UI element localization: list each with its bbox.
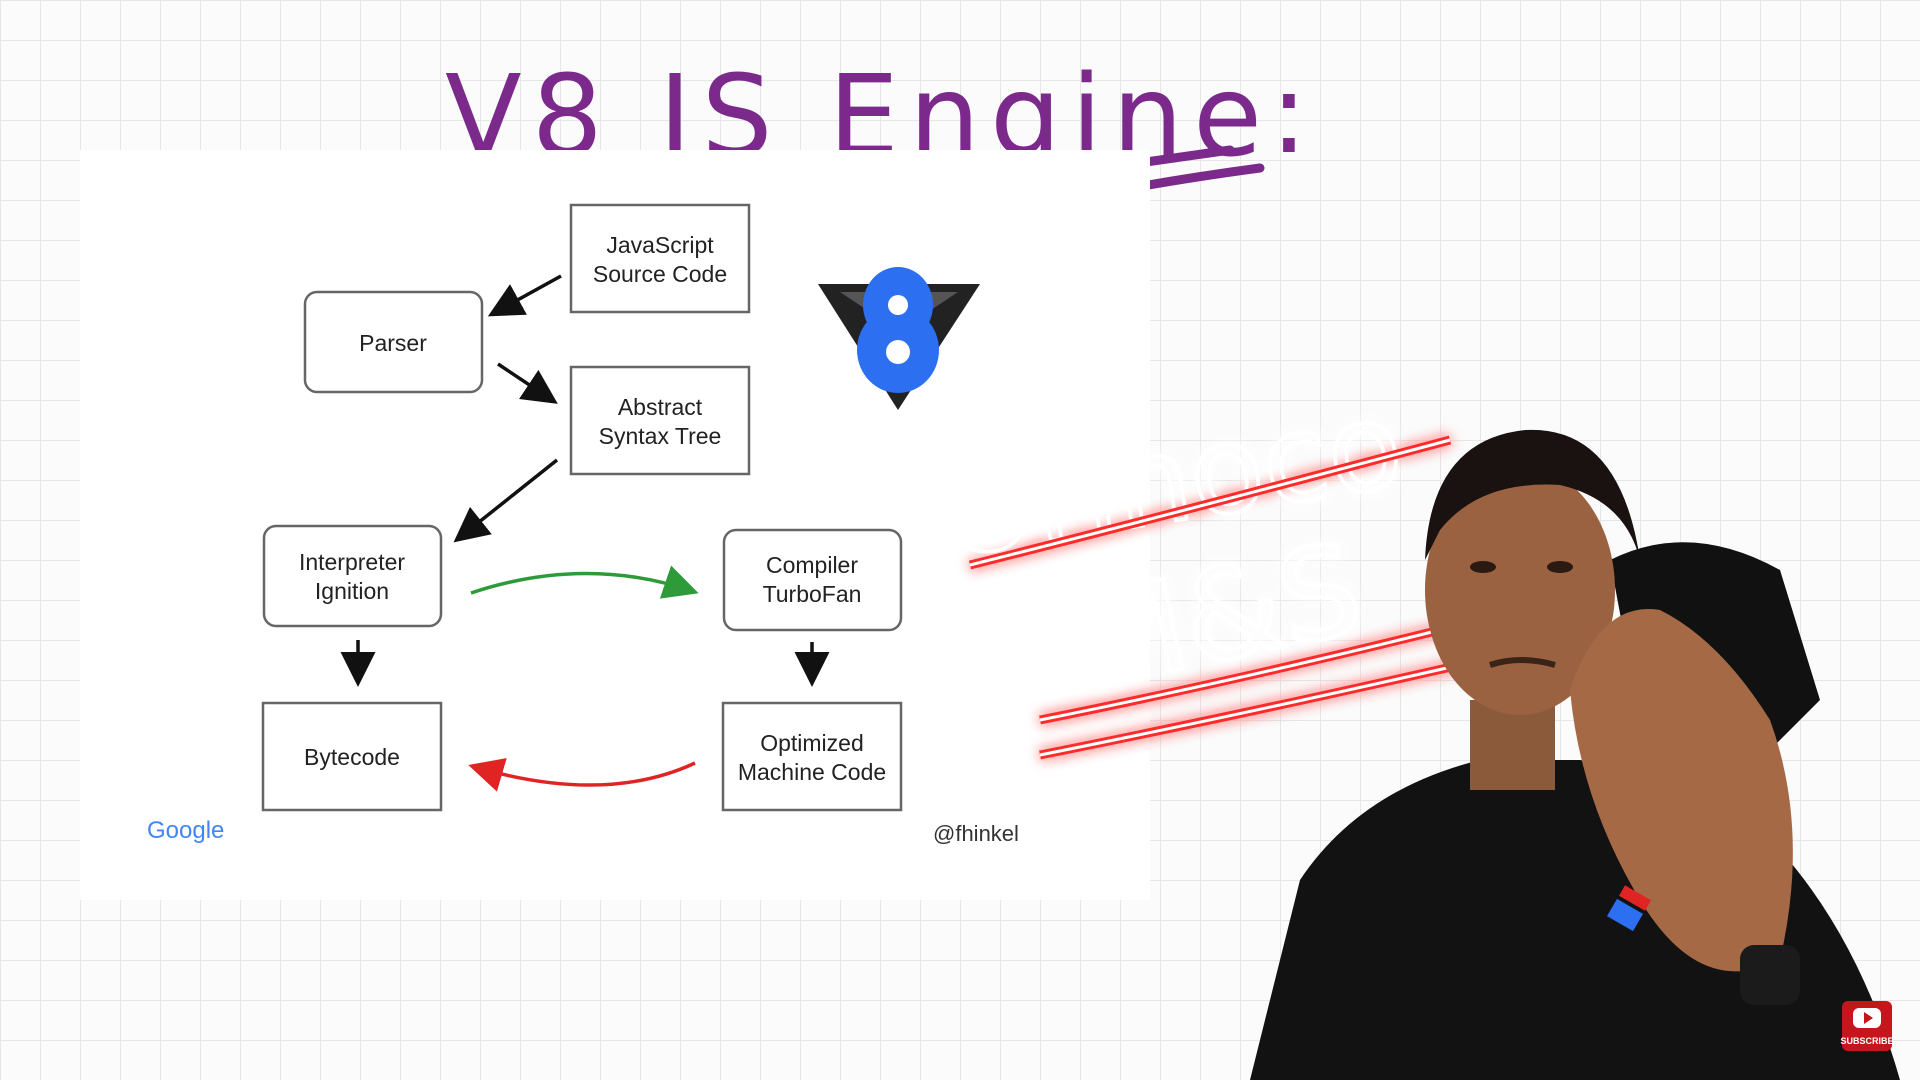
arrow-source-to-parser <box>487 274 562 317</box>
google-logo: Google <box>147 817 224 844</box>
node-machine: Optimized Machine Code <box>721 701 903 812</box>
node-machine-line1: Optimized <box>760 730 864 756</box>
node-ast-line1: Abstract <box>618 394 703 420</box>
node-interpreter-line2: Ignition <box>315 578 389 604</box>
arrow-ast-to-interpreter <box>453 458 559 543</box>
node-source: JavaScript Source Code <box>569 203 751 314</box>
node-interpreter: Interpreter Ignition <box>262 524 443 628</box>
node-ast-line2: Syntax Tree <box>599 423 722 449</box>
node-bytecode-label: Bytecode <box>304 744 400 770</box>
node-compiler-line2: TurboFan <box>763 581 862 607</box>
node-compiler-line1: Compiler <box>766 552 858 578</box>
slide-credit: @fhinkel <box>933 821 1019 846</box>
node-ast: Abstract Syntax Tree <box>569 365 751 476</box>
arrow-optimize <box>470 565 699 599</box>
node-parser-label: Parser <box>359 330 427 356</box>
node-source-line1: JavaScript <box>606 232 714 258</box>
annotation-underline-1 <box>969 438 1451 567</box>
node-compiler: Compiler TurboFan <box>722 528 903 632</box>
node-source-line2: Source Code <box>593 261 727 287</box>
node-bytecode: Bytecode <box>261 701 443 812</box>
diagram: JavaScript Source Code Parser Abstract S… <box>147 203 1019 846</box>
presenter-image <box>1250 429 1900 1080</box>
subscribe-button[interactable]: SUBSCRIBE <box>1840 1001 1894 1051</box>
arrow-parser-to-ast <box>497 362 558 404</box>
title-colon: : <box>1270 49 1318 179</box>
node-interpreter-line1: Interpreter <box>299 549 405 575</box>
v8-logo-icon <box>818 267 980 410</box>
annotation-underline-2 <box>1039 623 1461 722</box>
annotation-underline-3 <box>1039 663 1461 757</box>
arrow-deoptimize <box>468 758 696 792</box>
node-machine-line2: Machine Code <box>738 759 886 785</box>
subscribe-label: SUBSCRIBE <box>1840 1036 1893 1046</box>
node-parser: Parser <box>303 290 484 394</box>
neon-annotations: Orinoco Orinoco M&S M&S <box>928 374 1462 760</box>
